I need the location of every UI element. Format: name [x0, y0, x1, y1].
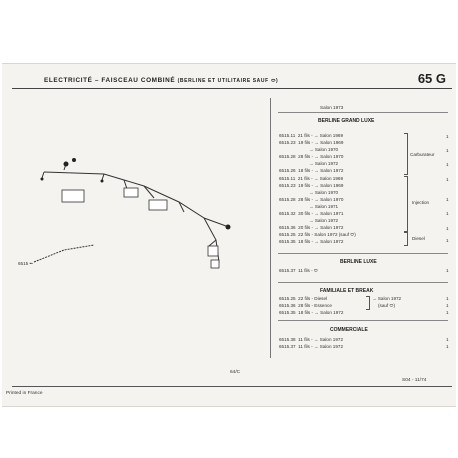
table-row: 6515.38 11 fils - → Salon 1972 [279, 337, 344, 342]
footer-rule [12, 386, 452, 387]
table-row: 6515.28 28 fils - → Salon 1970 [279, 154, 344, 159]
table-row: → Salon 1970 [309, 147, 339, 152]
table-row: → Salon 1972 [309, 161, 339, 166]
table-row: 6515.23 19 fils - → Salon 1969 [279, 140, 344, 145]
group-bracket [366, 296, 370, 310]
group-label: (sauf ⬭) [378, 303, 395, 308]
table-row: 6515.37 11 fils - → Salon 1972 [279, 344, 344, 349]
vehicle-emblem-icon: ⬭ [389, 303, 394, 308]
table-row: → Salon 1970 [309, 190, 339, 195]
group-label: Diesel [412, 236, 425, 241]
page-title: ELECTRICITÉ – FAISCEAU COMBINÉ (BERLINE … [44, 77, 279, 84]
page-number: 65 G [417, 71, 446, 86]
footer-code: 64/C [230, 370, 241, 375]
table-row: 6515.36 28 fils - Essence [279, 303, 332, 308]
table-row: 6515.35 18 fils - → Salon 1972 [279, 239, 344, 244]
top-note: Salon 1973 [320, 105, 344, 110]
section-title: BERLINE GRAND LUXE [318, 118, 375, 124]
table-row: → Salon 1972 [309, 218, 339, 223]
header-rule [12, 88, 452, 89]
table-row: 6515.23 19 fils - → Salon 1969 [279, 183, 344, 188]
table-row: 6515.37 11 fils - ⬭ [279, 268, 318, 273]
vehicle-emblem-icon: ⬭ [350, 232, 355, 237]
vehicle-emblem-icon: ⬭ [271, 78, 277, 84]
group-label: Injection [412, 200, 430, 205]
group-label: Carburateur [410, 152, 435, 157]
group-bracket [404, 176, 408, 232]
vehicle-emblem-icon: ⬭ [313, 268, 318, 273]
section-title: BERLINE LUXE [340, 259, 377, 265]
group-label: → Salon 1972 [372, 296, 402, 301]
table-row: 6515.36 20 fils - → Salon 1972 [279, 225, 344, 230]
section-title: FAMILIALE ET BREAK [320, 288, 374, 294]
table-row: 6515.25 22 fils - Salon 1972 (sauf ⬭) [279, 232, 356, 237]
wiring-harness-diagram [33, 158, 231, 269]
table-row: 6515.28 28 fils - → Salon 1970 [279, 197, 344, 202]
group-bracket [404, 232, 408, 246]
diagram-part-label: 6515 •• [18, 261, 33, 266]
footer-edition: S04 - 11/74 [402, 378, 427, 383]
section-title: COMMERCIALE [330, 327, 368, 333]
table-row: 6515.25 22 fils - Diesel [279, 296, 328, 301]
table-left-rule [270, 98, 271, 358]
footer-printed: Printed in France [6, 391, 43, 396]
table-row: → Salon 1971 [309, 204, 339, 209]
catalog-sheet [2, 63, 456, 407]
table-top-rule [278, 112, 448, 113]
table-row: 6515.11 21 fils - → Salon 1969 [279, 176, 344, 181]
table-row: 6515.32 30 fils - → Salon 1971 [279, 211, 344, 216]
table-row: 6515.35 18 fils - → Salon 1972 [279, 310, 344, 315]
table-row: 6515.11 21 fils - → Salon 1969 [279, 133, 344, 138]
group-bracket [404, 133, 408, 175]
table-row: 6515.26 18 fils - → Salon 1972 [279, 168, 344, 173]
